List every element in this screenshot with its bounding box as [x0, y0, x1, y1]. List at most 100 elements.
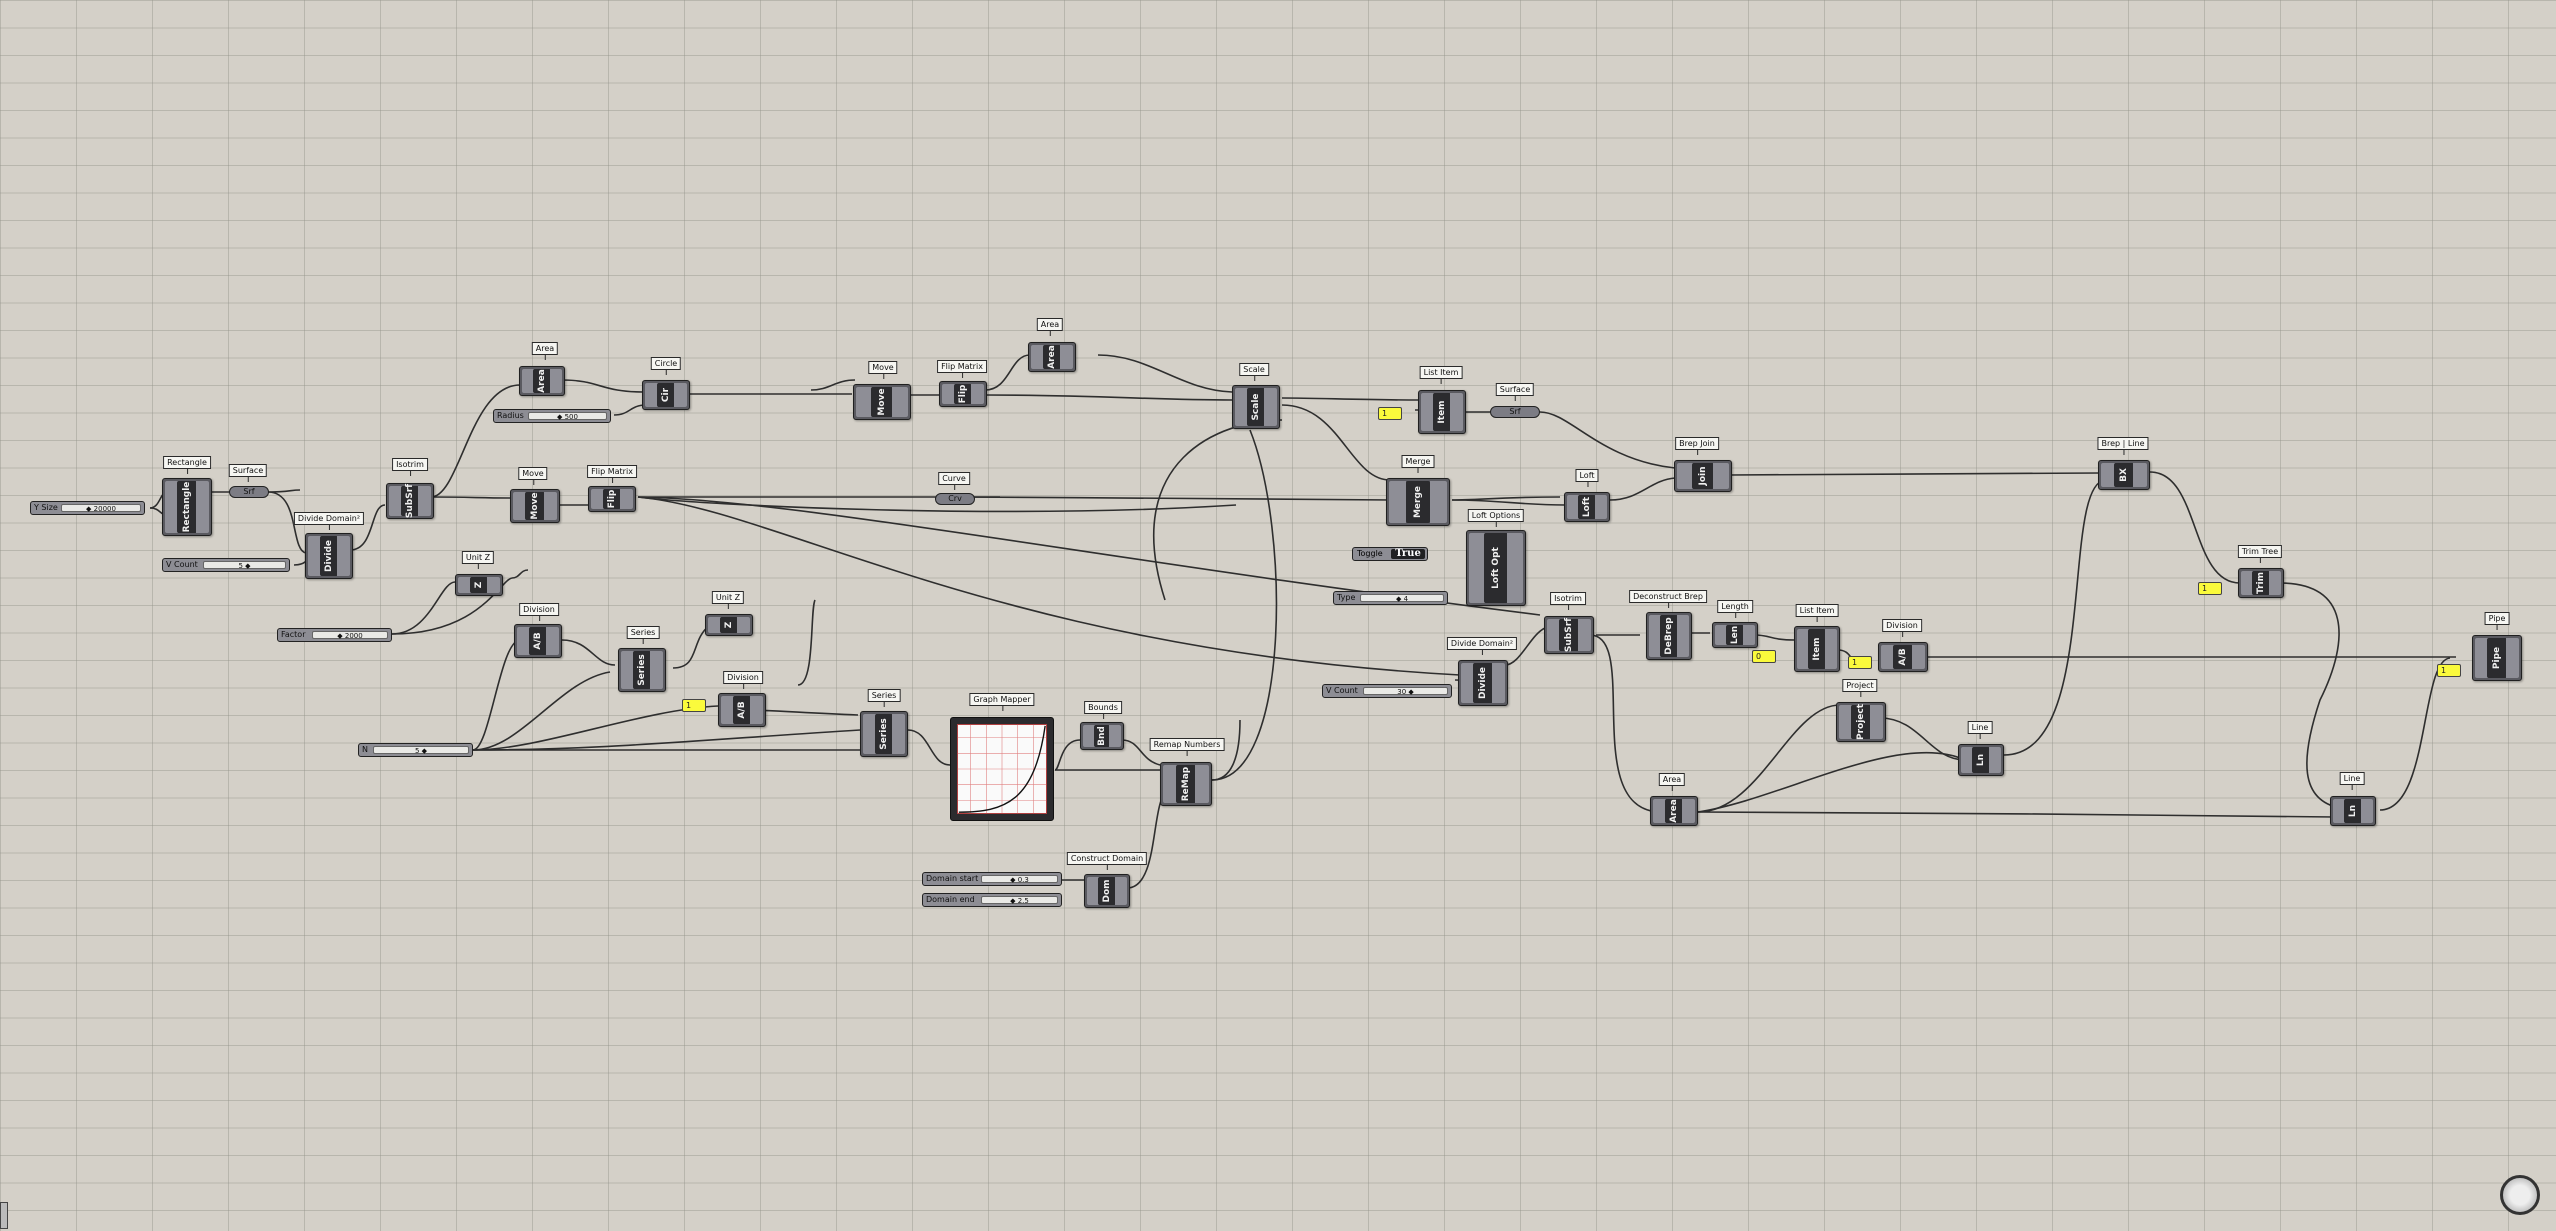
area-component-3[interactable]: Area [1650, 796, 1698, 826]
divide-domain-component[interactable]: Divide [305, 533, 353, 579]
slider-track[interactable]: ◆ 2.5 [981, 896, 1058, 905]
remap-nick: ReMap [1181, 766, 1191, 802]
slider-label: Domain end [926, 895, 975, 904]
slider-label: Y Size [34, 503, 58, 512]
divide-domain-component-2[interactable]: Divide [1458, 660, 1508, 706]
rectangle-label: Rectangle [163, 456, 211, 474]
slider-track[interactable]: ◆ 2000 [312, 631, 388, 640]
line-component-2[interactable]: Ln [2330, 796, 2376, 826]
scrollbar-handle[interactable] [0, 1202, 8, 1229]
y-size-slider[interactable]: Y Size ◆ 20000 [30, 501, 145, 515]
circle-component[interactable]: Cir [642, 380, 690, 410]
project-label: Project [1842, 679, 1878, 697]
series-component-2[interactable]: Series [860, 711, 908, 757]
surface-param-2[interactable]: Srf [1490, 406, 1540, 418]
list-item-nick: Item [1437, 400, 1447, 424]
length-component[interactable]: Len [1712, 622, 1758, 648]
factor-slider[interactable]: Factor ◆ 2000 [277, 628, 392, 642]
scale-component[interactable]: Scale [1232, 385, 1280, 429]
panel-input[interactable]: 1 [1378, 407, 1402, 420]
line-label-2: Line [2339, 772, 2365, 790]
divide-domain-label-2: Divide Domain² [1446, 637, 1518, 655]
deconstruct-brep-component[interactable]: DeBrep [1646, 612, 1692, 660]
move-component[interactable]: Move [510, 489, 560, 523]
division-component[interactable]: A/B [514, 624, 562, 658]
construct-domain-label: Construct Domain [1066, 852, 1148, 870]
slider-track[interactable]: ◆ 500 [528, 412, 607, 421]
list-item-component[interactable]: Item [1418, 390, 1466, 434]
loft-component[interactable]: Loft [1564, 492, 1610, 522]
slider-track[interactable]: 5 ◆ [203, 561, 286, 570]
unit-z-component[interactable]: Z [455, 574, 503, 596]
division-label-2: Division [723, 671, 763, 689]
unit-z-component-2[interactable]: Z [705, 614, 753, 636]
line-component[interactable]: Ln [1958, 744, 2004, 776]
domain-start-slider[interactable]: Domain start ◆ 0.3 [922, 872, 1062, 886]
division-component-3[interactable]: A/B [1878, 642, 1928, 672]
rectangle-nick: Rectangle [182, 481, 192, 533]
pipe-nick: Pipe [2492, 646, 2502, 670]
slider-track[interactable]: 5 ◆ [373, 746, 469, 755]
remap-label: Remap Numbers [1149, 738, 1225, 756]
panel-value: 1 [1852, 658, 1858, 667]
type-slider[interactable]: Type ◆ 4 [1333, 591, 1448, 605]
area-component-2[interactable]: Area [1028, 342, 1076, 372]
boolean-toggle[interactable]: Toggle True [1352, 547, 1428, 561]
move-component-2[interactable]: Move [853, 384, 911, 420]
project-nick: Project [1856, 703, 1866, 741]
slider-label: Domain start [926, 874, 979, 883]
line-nick: Ln [1976, 753, 1986, 767]
division-component-2[interactable]: A/B [718, 693, 766, 727]
area-component[interactable]: Area [519, 366, 565, 396]
v-count-slider[interactable]: V Count 5 ◆ [162, 558, 290, 572]
panel-input[interactable]: 1 [2198, 582, 2222, 595]
panel-input[interactable]: 1 [2437, 664, 2461, 677]
navigation-wheel-icon[interactable] [2500, 1175, 2540, 1215]
length-label: Length [1717, 600, 1753, 618]
isotrim-component[interactable]: SubSrf [386, 483, 434, 519]
series-component[interactable]: Series [618, 648, 666, 692]
slider-track[interactable]: ◆ 0.3 [981, 875, 1058, 884]
bounds-label: Bounds [1084, 701, 1122, 719]
slider-track[interactable]: 30 ◆ [1363, 687, 1448, 696]
panel-value: 1 [2441, 666, 2447, 675]
panel-input[interactable]: 1 [682, 699, 706, 712]
brep-line-nick: BX [2119, 468, 2129, 482]
panel-input[interactable]: 1 [1848, 656, 1872, 669]
construct-domain-component[interactable]: Dom [1084, 874, 1130, 908]
move-nick: Move [530, 492, 540, 520]
flip-matrix-component-2[interactable]: Flip [939, 381, 987, 407]
division-nick: A/B [737, 701, 747, 719]
slider-track[interactable]: ◆ 20000 [61, 504, 141, 513]
merge-component[interactable]: Merge [1386, 478, 1450, 526]
brep-join-component[interactable]: Join [1674, 460, 1732, 492]
list-item-component-2[interactable]: Item [1794, 626, 1840, 672]
bounds-component[interactable]: Bnd [1080, 722, 1124, 750]
surface-param[interactable]: Srf [229, 486, 269, 498]
panel-input[interactable]: 0 [1752, 650, 1776, 663]
curve-param[interactable]: Crv [935, 493, 975, 505]
v-count-slider-2[interactable]: V Count 30 ◆ [1322, 684, 1452, 698]
graph-mapper[interactable] [950, 717, 1054, 821]
radius-slider[interactable]: Radius ◆ 500 [493, 409, 611, 423]
series-label: Series [626, 626, 660, 644]
toggle-value[interactable]: True [1391, 549, 1425, 559]
isotrim-label: Isotrim [392, 458, 428, 476]
project-component[interactable]: Project [1836, 702, 1886, 742]
remap-component[interactable]: ReMap [1160, 762, 1212, 806]
rectangle-component[interactable]: Rectangle [162, 478, 212, 536]
circle-label: Circle [650, 357, 682, 375]
unit-z-nick: Z [474, 581, 484, 589]
flip-matrix-nick: Flip [607, 489, 617, 509]
flip-matrix-component[interactable]: Flip [588, 486, 636, 512]
domain-end-slider[interactable]: Domain end ◆ 2.5 [922, 893, 1062, 907]
pipe-component[interactable]: Pipe [2472, 635, 2522, 681]
panel-value: 1 [2202, 584, 2208, 593]
n-slider[interactable]: N 5 ◆ [358, 743, 473, 757]
trim-tree-component[interactable]: Trim [2238, 568, 2284, 598]
loft-options-component[interactable]: Loft Opt [1466, 530, 1526, 606]
slider-track[interactable]: ◆ 4 [1360, 594, 1444, 603]
isotrim-component-2[interactable]: SubSrf [1544, 616, 1594, 654]
area-label-3: Area [1658, 773, 1686, 791]
brep-line-component[interactable]: BX [2098, 460, 2150, 490]
